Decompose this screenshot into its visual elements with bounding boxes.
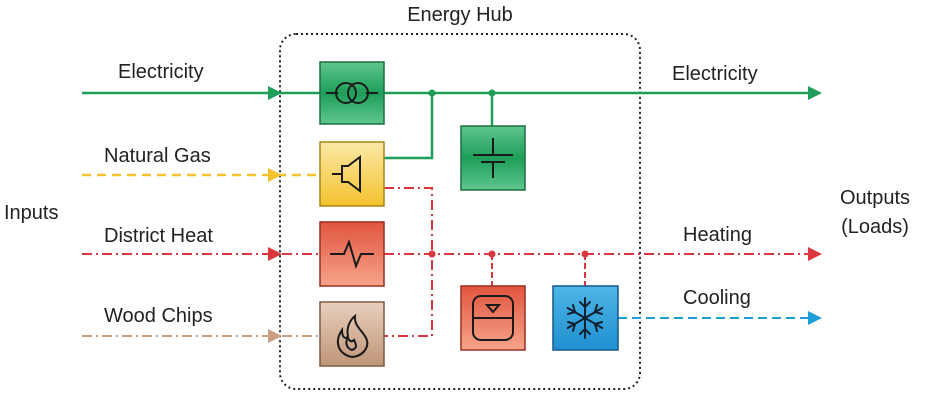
heat-storage-icon <box>472 295 514 341</box>
input-label-district-heat: District Heat <box>104 225 213 247</box>
transformer-converter <box>319 61 385 125</box>
turbine-heat-line <box>384 187 433 337</box>
cooling-output-arrow <box>808 311 822 325</box>
hub-title: Energy Hub <box>407 4 513 26</box>
output-label-electricity: Electricity <box>672 63 758 85</box>
input-label-natural-gas: Natural Gas <box>104 145 211 167</box>
battery-storage-converter <box>460 125 526 191</box>
snowflake-icon <box>566 297 604 339</box>
turbine-electric-line <box>384 93 434 160</box>
output-label-heating: Heating <box>683 224 752 246</box>
input-label-electricity: Electricity <box>118 61 204 83</box>
flame-icon <box>336 313 369 359</box>
wood-chips-input-arrow <box>268 329 282 343</box>
outputs-label: Outputs <box>840 187 910 209</box>
battery-icon <box>473 138 513 178</box>
transformer-icon <box>326 82 378 104</box>
electricity-input-arrow <box>268 86 282 100</box>
energy-hub-boundary <box>279 33 641 390</box>
natural-gas-input-arrow <box>268 168 282 182</box>
gas-turbine-converter <box>319 141 385 207</box>
chiller-converter <box>552 285 619 351</box>
output-label-cooling: Cooling <box>683 287 751 309</box>
heat-storage-converter <box>460 285 526 351</box>
outputs-sublabel: (Loads) <box>841 216 909 238</box>
inputs-label: Inputs <box>4 202 58 224</box>
heat-exchanger-converter <box>319 221 385 287</box>
heat-exchanger-icon <box>330 239 374 269</box>
heating-output-arrow <box>808 247 822 261</box>
wood-chip-furnace-converter <box>319 301 385 367</box>
turbine-icon <box>332 155 361 193</box>
district-heat-input-arrow <box>268 247 282 261</box>
electricity-output-arrow <box>808 86 822 100</box>
input-label-wood-chips: Wood Chips <box>104 305 213 327</box>
heat-junction-1 <box>428 250 436 258</box>
